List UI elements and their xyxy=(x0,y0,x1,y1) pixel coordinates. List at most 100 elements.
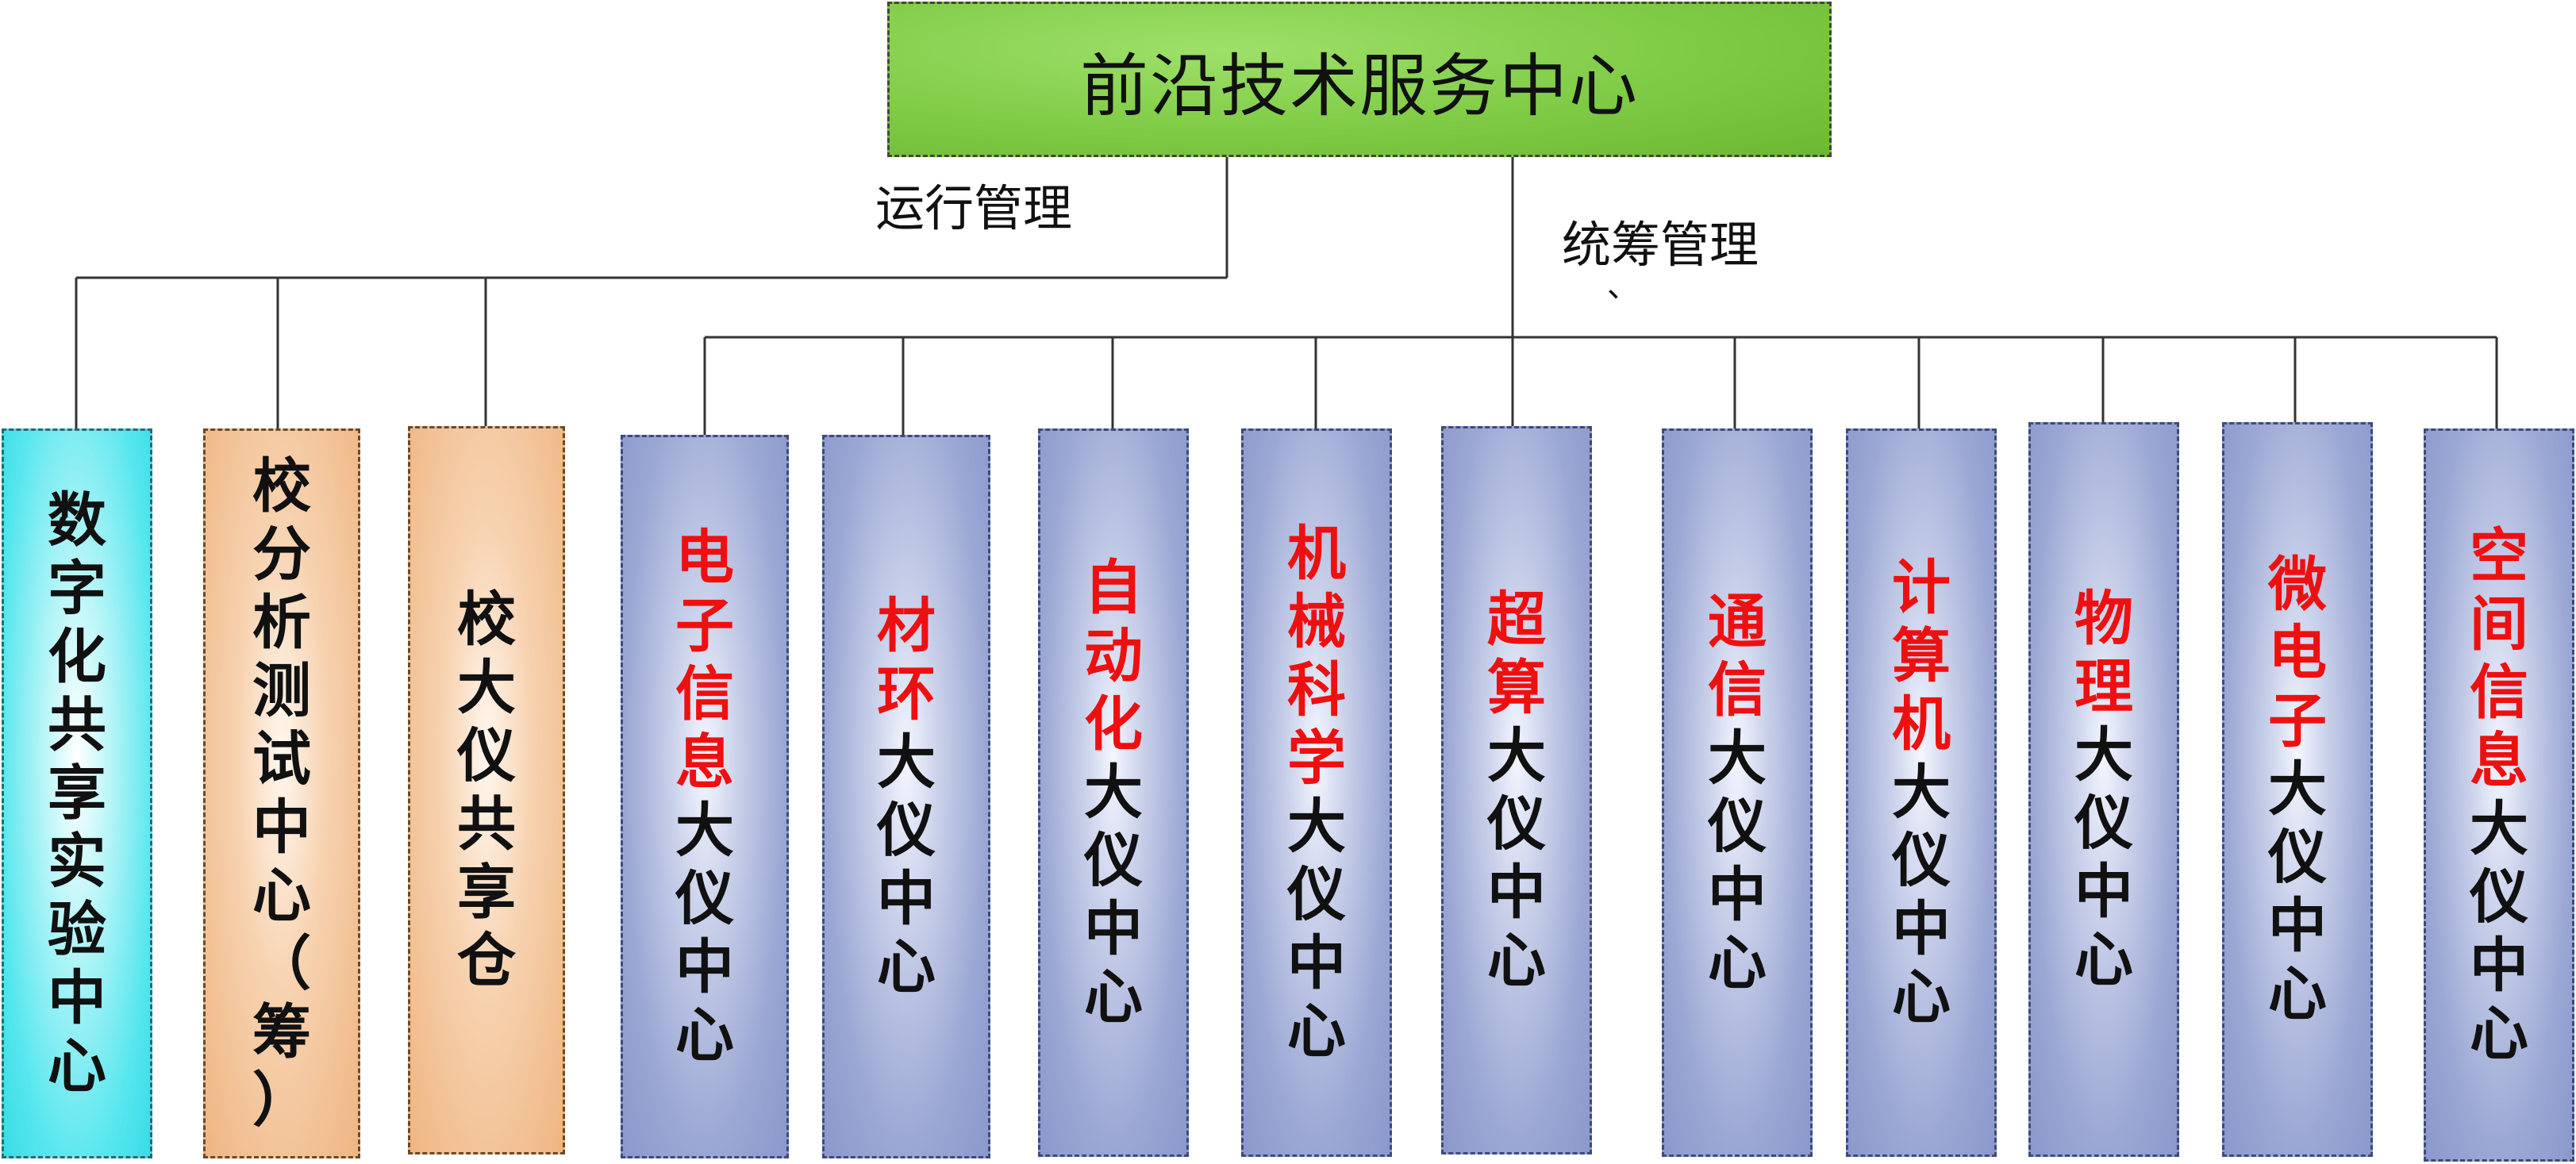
char: （ xyxy=(252,930,311,998)
char: 中 xyxy=(1084,895,1143,963)
char: 验 xyxy=(48,896,106,964)
char: 校 xyxy=(457,586,516,654)
unit-mechanical: 机械科学 大仪中心 xyxy=(1241,428,1392,1157)
char: 子 xyxy=(675,592,734,660)
char: 仪 xyxy=(1892,827,1951,895)
unit-space-info: 空间信息 大仪中心 xyxy=(2424,428,2574,1162)
char: 中 xyxy=(48,964,106,1032)
char: 电 xyxy=(2268,619,2327,687)
unit-label-black: 大仪中心 xyxy=(1084,759,1143,1031)
char: 中 xyxy=(1708,861,1767,929)
unit-label-red: 计算机 xyxy=(1892,554,1951,759)
unit-label: 数字化共享实验中心 xyxy=(48,486,106,1101)
char: 心 xyxy=(2470,1000,2528,1068)
unit-supercomputing: 超算 大仪中心 xyxy=(1441,426,1592,1154)
char: 大 xyxy=(1487,722,1546,790)
char: 享 xyxy=(48,759,106,828)
char: 心 xyxy=(1487,927,1546,995)
unit-analysis: 校分析测试中心（筹） xyxy=(203,428,360,1158)
char: 仪 xyxy=(2074,789,2133,858)
char: 中 xyxy=(1287,929,1346,997)
char: 空 xyxy=(2470,522,2528,590)
char: 中 xyxy=(252,793,311,862)
unit-microelectronics: 微电子 大仪中心 xyxy=(2222,422,2373,1157)
char: 科 xyxy=(1287,656,1346,724)
char: 电 xyxy=(675,524,734,592)
char: 仪 xyxy=(877,797,936,865)
unit-label-red: 自动化 xyxy=(1084,554,1143,759)
unit-label-red: 微电子 xyxy=(2268,551,2327,755)
char: 物 xyxy=(2074,585,2133,653)
unit-label-red: 电子信息 xyxy=(675,524,734,797)
char: 学 xyxy=(1287,724,1346,793)
char: 动 xyxy=(1084,622,1143,690)
unit-electronic-info: 电子信息 大仪中心 xyxy=(621,435,789,1158)
unit-materials-env: 材环 大仪中心 xyxy=(822,435,990,1158)
char: 微 xyxy=(2268,551,2327,619)
unit-automation: 自动化 大仪中心 xyxy=(1038,428,1189,1157)
char: 中 xyxy=(1892,895,1951,963)
char: 分 xyxy=(252,521,311,589)
char: 心 xyxy=(877,933,936,1001)
stray-mark: 、 xyxy=(1607,268,1639,305)
root-title: 前沿技术服务中心 xyxy=(1080,46,1639,126)
unit-physics: 物理 大仪中心 xyxy=(2028,422,2179,1157)
char: 机 xyxy=(1287,520,1346,588)
char: 大 xyxy=(1287,793,1346,861)
char: 共 xyxy=(48,691,106,759)
char: 大 xyxy=(2074,721,2133,789)
char: 仪 xyxy=(1084,827,1143,895)
char: 数 xyxy=(48,486,106,555)
unit-label: 校大仪共享仓 xyxy=(457,586,516,995)
unit-sharehouse: 校大仪共享仓 xyxy=(408,426,565,1154)
char: 信 xyxy=(675,660,734,728)
char: 中 xyxy=(2470,932,2528,1000)
char: 算 xyxy=(1892,622,1951,690)
char: 中 xyxy=(2074,858,2133,926)
char: 仪 xyxy=(1708,793,1767,861)
char: 享 xyxy=(457,859,516,927)
char: 中 xyxy=(877,865,936,933)
char: 息 xyxy=(2470,727,2528,795)
unit-label-red: 通信 xyxy=(1708,588,1767,724)
char: 材 xyxy=(877,592,936,660)
char: 化 xyxy=(48,623,106,691)
char: 大 xyxy=(2470,795,2528,863)
unit-label-black: 大仪中心 xyxy=(1487,722,1546,995)
char: 实 xyxy=(48,828,106,896)
char: 子 xyxy=(2268,687,2327,755)
char: 计 xyxy=(1892,554,1951,622)
char: 心 xyxy=(2074,926,2133,994)
edge-label-coordination: 统筹管理 xyxy=(1562,216,1759,274)
unit-label-black: 大仪中心 xyxy=(2074,721,2133,994)
char: 大 xyxy=(675,797,734,865)
char: 心 xyxy=(1084,963,1143,1031)
char: 信 xyxy=(1708,656,1767,724)
char: 大 xyxy=(2268,755,2327,824)
char: 大 xyxy=(1708,724,1767,793)
char: 械 xyxy=(1287,588,1346,656)
char: 共 xyxy=(457,790,516,859)
unit-label-red: 物理 xyxy=(2074,585,2133,721)
char: 心 xyxy=(1287,997,1346,1066)
char: 息 xyxy=(675,728,734,797)
unit-label-black: 大仪中心 xyxy=(2470,795,2528,1068)
unit-label-black: 大仪中心 xyxy=(675,797,734,1070)
unit-label-black: 大仪中心 xyxy=(1892,759,1951,1031)
char: 心 xyxy=(675,1001,734,1070)
char: 心 xyxy=(252,862,311,930)
char: 筹 xyxy=(252,998,311,1066)
unit-communication: 通信 大仪中心 xyxy=(1662,428,1813,1157)
char: 中 xyxy=(2268,892,2327,960)
unit-digital: 数字化共享实验中心 xyxy=(2,428,152,1158)
unit-label-black: 大仪中心 xyxy=(1287,793,1346,1066)
char: 心 xyxy=(1708,929,1767,997)
char: 中 xyxy=(675,933,734,1001)
char: 试 xyxy=(252,725,311,793)
char: 心 xyxy=(1892,963,1951,1031)
unit-label-black: 大仪中心 xyxy=(2268,755,2327,1028)
unit-label-red: 机械科学 xyxy=(1287,520,1346,793)
unit-computer: 计算机 大仪中心 xyxy=(1846,428,1997,1157)
char: 自 xyxy=(1084,554,1143,622)
edge-label-operation: 运行管理 xyxy=(875,179,1073,237)
